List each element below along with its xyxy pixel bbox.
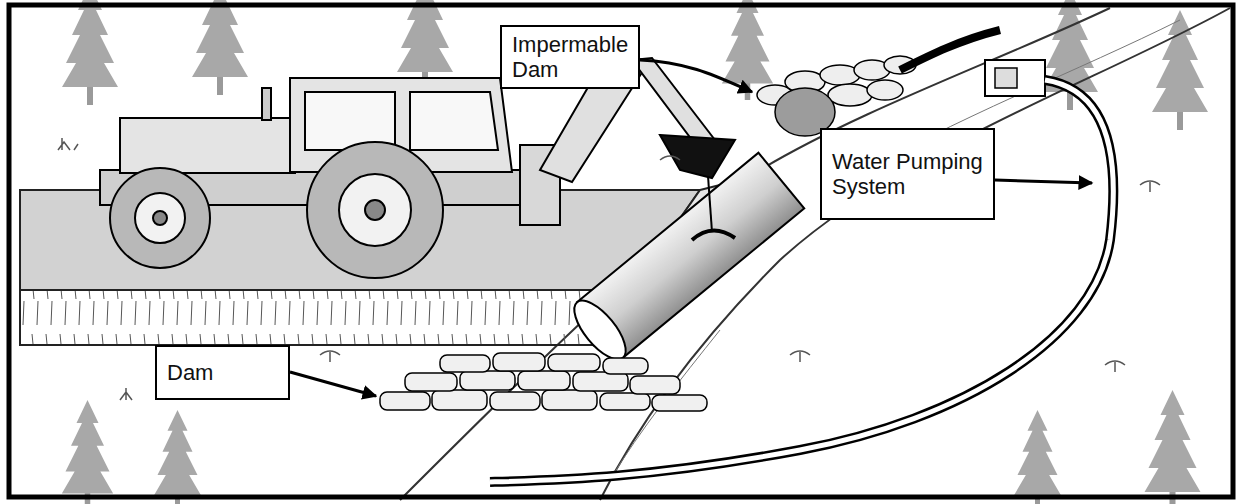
lifting-cable bbox=[708, 176, 712, 232]
wheel-rim bbox=[339, 174, 411, 246]
rock bbox=[548, 354, 600, 371]
frame bbox=[9, 5, 1233, 497]
tree bbox=[62, 0, 118, 105]
rock bbox=[542, 390, 597, 410]
callout-text: Dam bbox=[167, 360, 278, 385]
rock bbox=[440, 355, 490, 372]
tree bbox=[62, 400, 113, 504]
leader-arrow bbox=[290, 372, 376, 396]
tree bbox=[722, 0, 773, 100]
rock bbox=[652, 395, 707, 411]
cab-window bbox=[305, 92, 395, 150]
wheel-rim bbox=[135, 193, 185, 243]
rock bbox=[460, 371, 515, 390]
tractor-hood bbox=[120, 118, 295, 173]
rock bbox=[600, 393, 650, 410]
wheel-hub bbox=[365, 200, 385, 220]
pipe bbox=[566, 153, 805, 368]
callout-box: Dam bbox=[155, 345, 290, 400]
stump-symbol bbox=[660, 156, 680, 160]
tree bbox=[192, 0, 248, 95]
rock bbox=[867, 80, 903, 100]
rock bbox=[380, 392, 430, 410]
rock bbox=[573, 372, 628, 391]
hose-inner bbox=[490, 80, 1113, 482]
rock bbox=[630, 376, 680, 394]
leader-arrow bbox=[640, 60, 752, 92]
rock bbox=[405, 373, 457, 391]
wheel-hub bbox=[153, 211, 167, 225]
cab-window bbox=[410, 92, 498, 150]
pipe-sling bbox=[692, 230, 735, 240]
tree bbox=[1145, 390, 1201, 504]
callout-box: Water Pumping System bbox=[820, 128, 995, 220]
callout-box: Impermable Dam bbox=[500, 25, 640, 89]
stump-symbol bbox=[1140, 181, 1160, 192]
tree bbox=[1014, 410, 1061, 504]
trench-wall bbox=[20, 290, 630, 345]
stump-symbol bbox=[120, 388, 132, 400]
stump-symbol bbox=[790, 351, 810, 362]
rock bbox=[432, 390, 487, 410]
callout-text: Water Pumping System bbox=[832, 149, 983, 200]
tree bbox=[1152, 10, 1208, 130]
tree bbox=[397, 0, 453, 90]
tree bbox=[154, 410, 201, 504]
discharge-hose bbox=[490, 80, 1113, 482]
dam bbox=[380, 353, 707, 411]
rock bbox=[603, 358, 648, 374]
rock bbox=[828, 84, 872, 106]
rock bbox=[518, 371, 570, 390]
rear-wheel bbox=[307, 142, 443, 278]
stump-symbol bbox=[320, 351, 340, 362]
impermeable-dam bbox=[757, 56, 916, 136]
leader-arrow bbox=[995, 180, 1092, 183]
front-wheel bbox=[110, 168, 210, 268]
pump-motor bbox=[995, 68, 1017, 88]
backhoe-bucket bbox=[660, 135, 735, 178]
stump-symbol bbox=[1105, 361, 1125, 372]
rock bbox=[493, 353, 545, 371]
pump bbox=[985, 60, 1045, 96]
tractor-exhaust bbox=[262, 88, 271, 120]
callout-text: Impermable Dam bbox=[512, 32, 628, 83]
rock bbox=[490, 392, 540, 410]
tractor bbox=[100, 58, 735, 278]
stump-symbol bbox=[58, 138, 78, 150]
